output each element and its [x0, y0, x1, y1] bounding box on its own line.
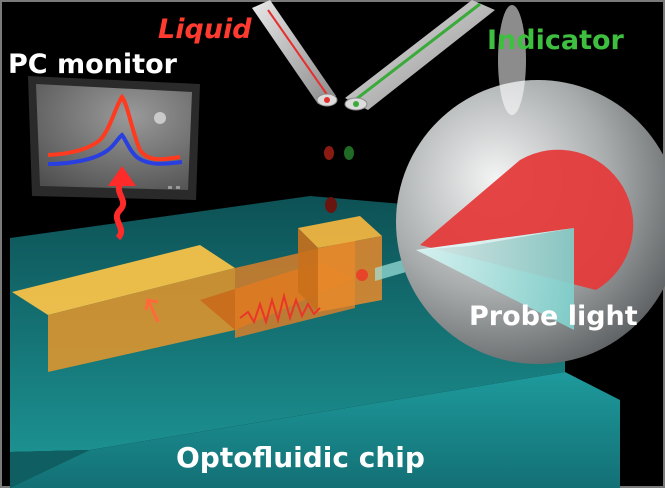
chip-side-face: [10, 450, 90, 488]
wavy-up-arrow-icon: [108, 166, 136, 241]
label-liquid: Liquid: [158, 14, 252, 45]
channel-droplet: [356, 269, 368, 281]
indicator-droplet: [344, 146, 354, 160]
channel-left-arm-top: [12, 245, 235, 315]
well-side: [298, 228, 318, 312]
label-probe-light: Probe light: [469, 301, 638, 332]
well-front: [318, 236, 382, 312]
channel-left-arm-front: [48, 268, 235, 372]
probe-light-cone-shade: [416, 228, 574, 250]
label-indicator: Indicator: [487, 25, 625, 56]
lens-highlight: [498, 5, 526, 115]
label-optofluidic-chip: Optofluidic chip: [176, 441, 425, 474]
monitor-signal-blue: [47, 132, 183, 166]
probe-light-cone: [416, 228, 574, 330]
indicator-tube: [344, 0, 495, 111]
channel-signal-zigzag: [239, 292, 321, 326]
liquid-droplet: [324, 146, 334, 160]
label-pc-monitor: PC monitor: [8, 49, 178, 80]
liquid-tube: [252, 0, 338, 107]
monitor-signal-red: [47, 93, 181, 162]
flow-arrow-icon: [144, 298, 160, 323]
well-top: [298, 216, 382, 248]
mixed-droplet: [325, 197, 337, 213]
chip-front-face: [10, 372, 620, 488]
